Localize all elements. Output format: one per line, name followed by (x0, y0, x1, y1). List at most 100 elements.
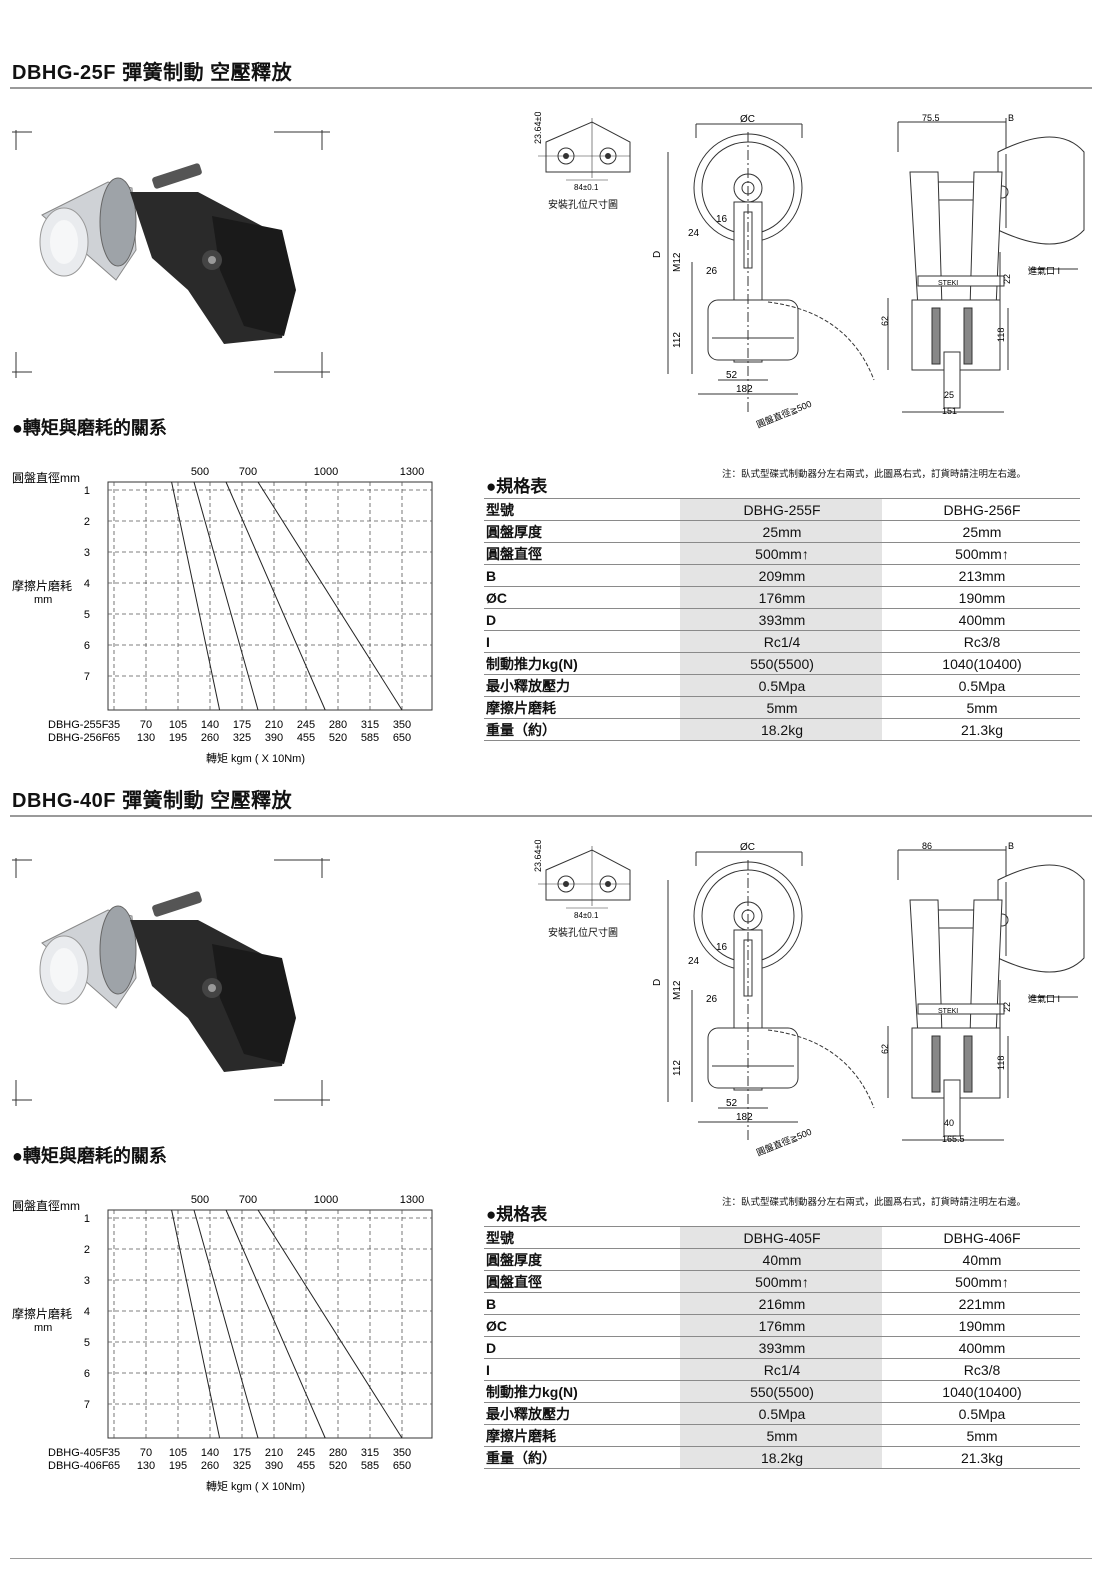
dimension-label: 182 (736, 1112, 753, 1123)
chart-disc-label: 700 (239, 1194, 257, 1206)
chart-x-tick: 195 (169, 732, 187, 744)
chart-x-tick: 35 (108, 719, 120, 731)
chart-top-axis-label: 圓盤直徑mm (12, 471, 80, 485)
chart-x-tick: 520 (329, 732, 347, 744)
dimension-label: 112 (672, 332, 683, 348)
spec-value: DBHG-405F (680, 1226, 882, 1249)
mount-diagram-label: 安裝孔位尺寸圖 (548, 928, 618, 939)
spec-label: 摩擦片磨耗 (484, 1424, 680, 1447)
spec-value: 500mm↑ (680, 542, 882, 565)
spec-value: 18.2kg (680, 1446, 882, 1469)
spec-table-title: ●規格表 (486, 477, 548, 496)
spec-label: 圓盤厚度 (484, 1248, 680, 1271)
chart-series-line-1300 (257, 1209, 403, 1439)
chart-x-row-name: DBHG-255F (48, 719, 109, 731)
dimension-label: 26 (706, 266, 718, 277)
spec-row: 制動推力kg(N)550(5500)1040(10400) (484, 1380, 1080, 1403)
section-title: DBHG-40F 彈簧制動 空壓釋放 (12, 790, 293, 812)
spec-value: 0.5Mpa (882, 674, 1080, 697)
chart-x-tick: 455 (297, 732, 315, 744)
spec-label: 制動推力kg(N) (484, 1380, 680, 1403)
dimension-label: ØC (740, 114, 755, 125)
chart-y-tick: 7 (84, 671, 90, 683)
dimension-label: STEKI (938, 1008, 958, 1015)
chart-y-tick: 7 (84, 1399, 90, 1411)
chart-x-tick: 245 (297, 1447, 315, 1459)
side-view-drawing: 86 B 進氣口 I 22 62 118 40 165.5 STEKI (880, 841, 1085, 1144)
order-note: 注：臥式型碟式制動器分左右兩式，此圖爲右式，訂貨時請注明左右邊。 (722, 469, 1027, 480)
chart-x-tick: 260 (201, 1460, 219, 1472)
chart-series-line-500 (171, 1209, 221, 1439)
spec-value: 40mm (882, 1248, 1080, 1271)
dimension-label: 52 (726, 370, 738, 381)
chart-disc-label: 500 (191, 1194, 209, 1206)
chart-x-tick: 585 (361, 732, 379, 744)
spec-label: D (484, 608, 680, 631)
spec-value: 500mm↑ (882, 542, 1080, 565)
dimension-label: 24 (688, 956, 700, 967)
spec-label: 型號 (484, 498, 680, 521)
chart-x-tick: 390 (265, 1460, 283, 1472)
chart-x-tick: 245 (297, 719, 315, 731)
spec-value: 5mm (680, 696, 882, 719)
chart-x-tick: 350 (393, 719, 411, 731)
chart-x-tick: 105 (169, 719, 187, 731)
chart-x-tick: 130 (137, 732, 155, 744)
spec-row: 制動推力kg(N)550(5500)1040(10400) (484, 652, 1080, 675)
chart-x-tick: 65 (108, 1460, 120, 1472)
chart-x-tick: 140 (201, 719, 219, 731)
section-divider (10, 87, 1092, 89)
spec-value: 190mm (882, 586, 1080, 609)
spec-value: 213mm (882, 564, 1080, 587)
spec-value: 500mm↑ (882, 1270, 1080, 1293)
dimension-label: 22 (1002, 1002, 1012, 1012)
chart-x-tick: 325 (233, 732, 251, 744)
chart-series-line-1300 (257, 481, 403, 711)
spec-value: 216mm (680, 1292, 882, 1315)
chart-x-tick: 585 (361, 1460, 379, 1472)
spec-value: 21.3kg (882, 1446, 1080, 1469)
product-section-2: DBHG-40F 彈簧制動 空壓釋放 23.64±0.1 (0, 728, 1102, 1493)
spec-value: 40mm (680, 1248, 882, 1271)
dimension-label: 118 (996, 1056, 1006, 1070)
spec-label: B (484, 1292, 680, 1315)
chart-y-label: 摩擦片磨耗 (12, 1306, 72, 1321)
spec-label: 圓盤直徑 (484, 542, 680, 565)
spec-value: Rc3/8 (882, 630, 1080, 653)
dimension-label: 40 (944, 1118, 954, 1128)
spec-value: 190mm (882, 1314, 1080, 1337)
section-divider (10, 815, 1092, 817)
spec-label: D (484, 1336, 680, 1359)
chart-x-label: 轉矩 kgm ( X 10Nm) (206, 1480, 305, 1493)
chart-x-tick: 280 (329, 719, 347, 731)
chart-disc-label: 1000 (314, 466, 338, 478)
spec-label: B (484, 564, 680, 587)
dimension-label: 22 (1002, 274, 1012, 284)
chart-series-line-1000 (225, 481, 326, 711)
chart-x-tick: 520 (329, 1460, 347, 1472)
spec-label: 型號 (484, 1226, 680, 1249)
chart-x-row-name: DBHG-406F (48, 1460, 109, 1472)
dimension-label: B (1008, 841, 1014, 851)
spec-value: 550(5500) (680, 652, 882, 675)
spec-label: 制動推力kg(N) (484, 652, 680, 675)
spec-value: 1040(10400) (882, 652, 1080, 675)
product-photo (12, 130, 330, 378)
chart-x-tick: 210 (265, 1447, 283, 1459)
dimension-label: M12 (672, 980, 683, 1000)
dimension-label: 23.64±0.1 (533, 112, 543, 144)
spec-label: 最小釋放壓力 (484, 1402, 680, 1425)
dimension-label: 25 (944, 390, 954, 400)
spec-value: 550(5500) (680, 1380, 882, 1403)
